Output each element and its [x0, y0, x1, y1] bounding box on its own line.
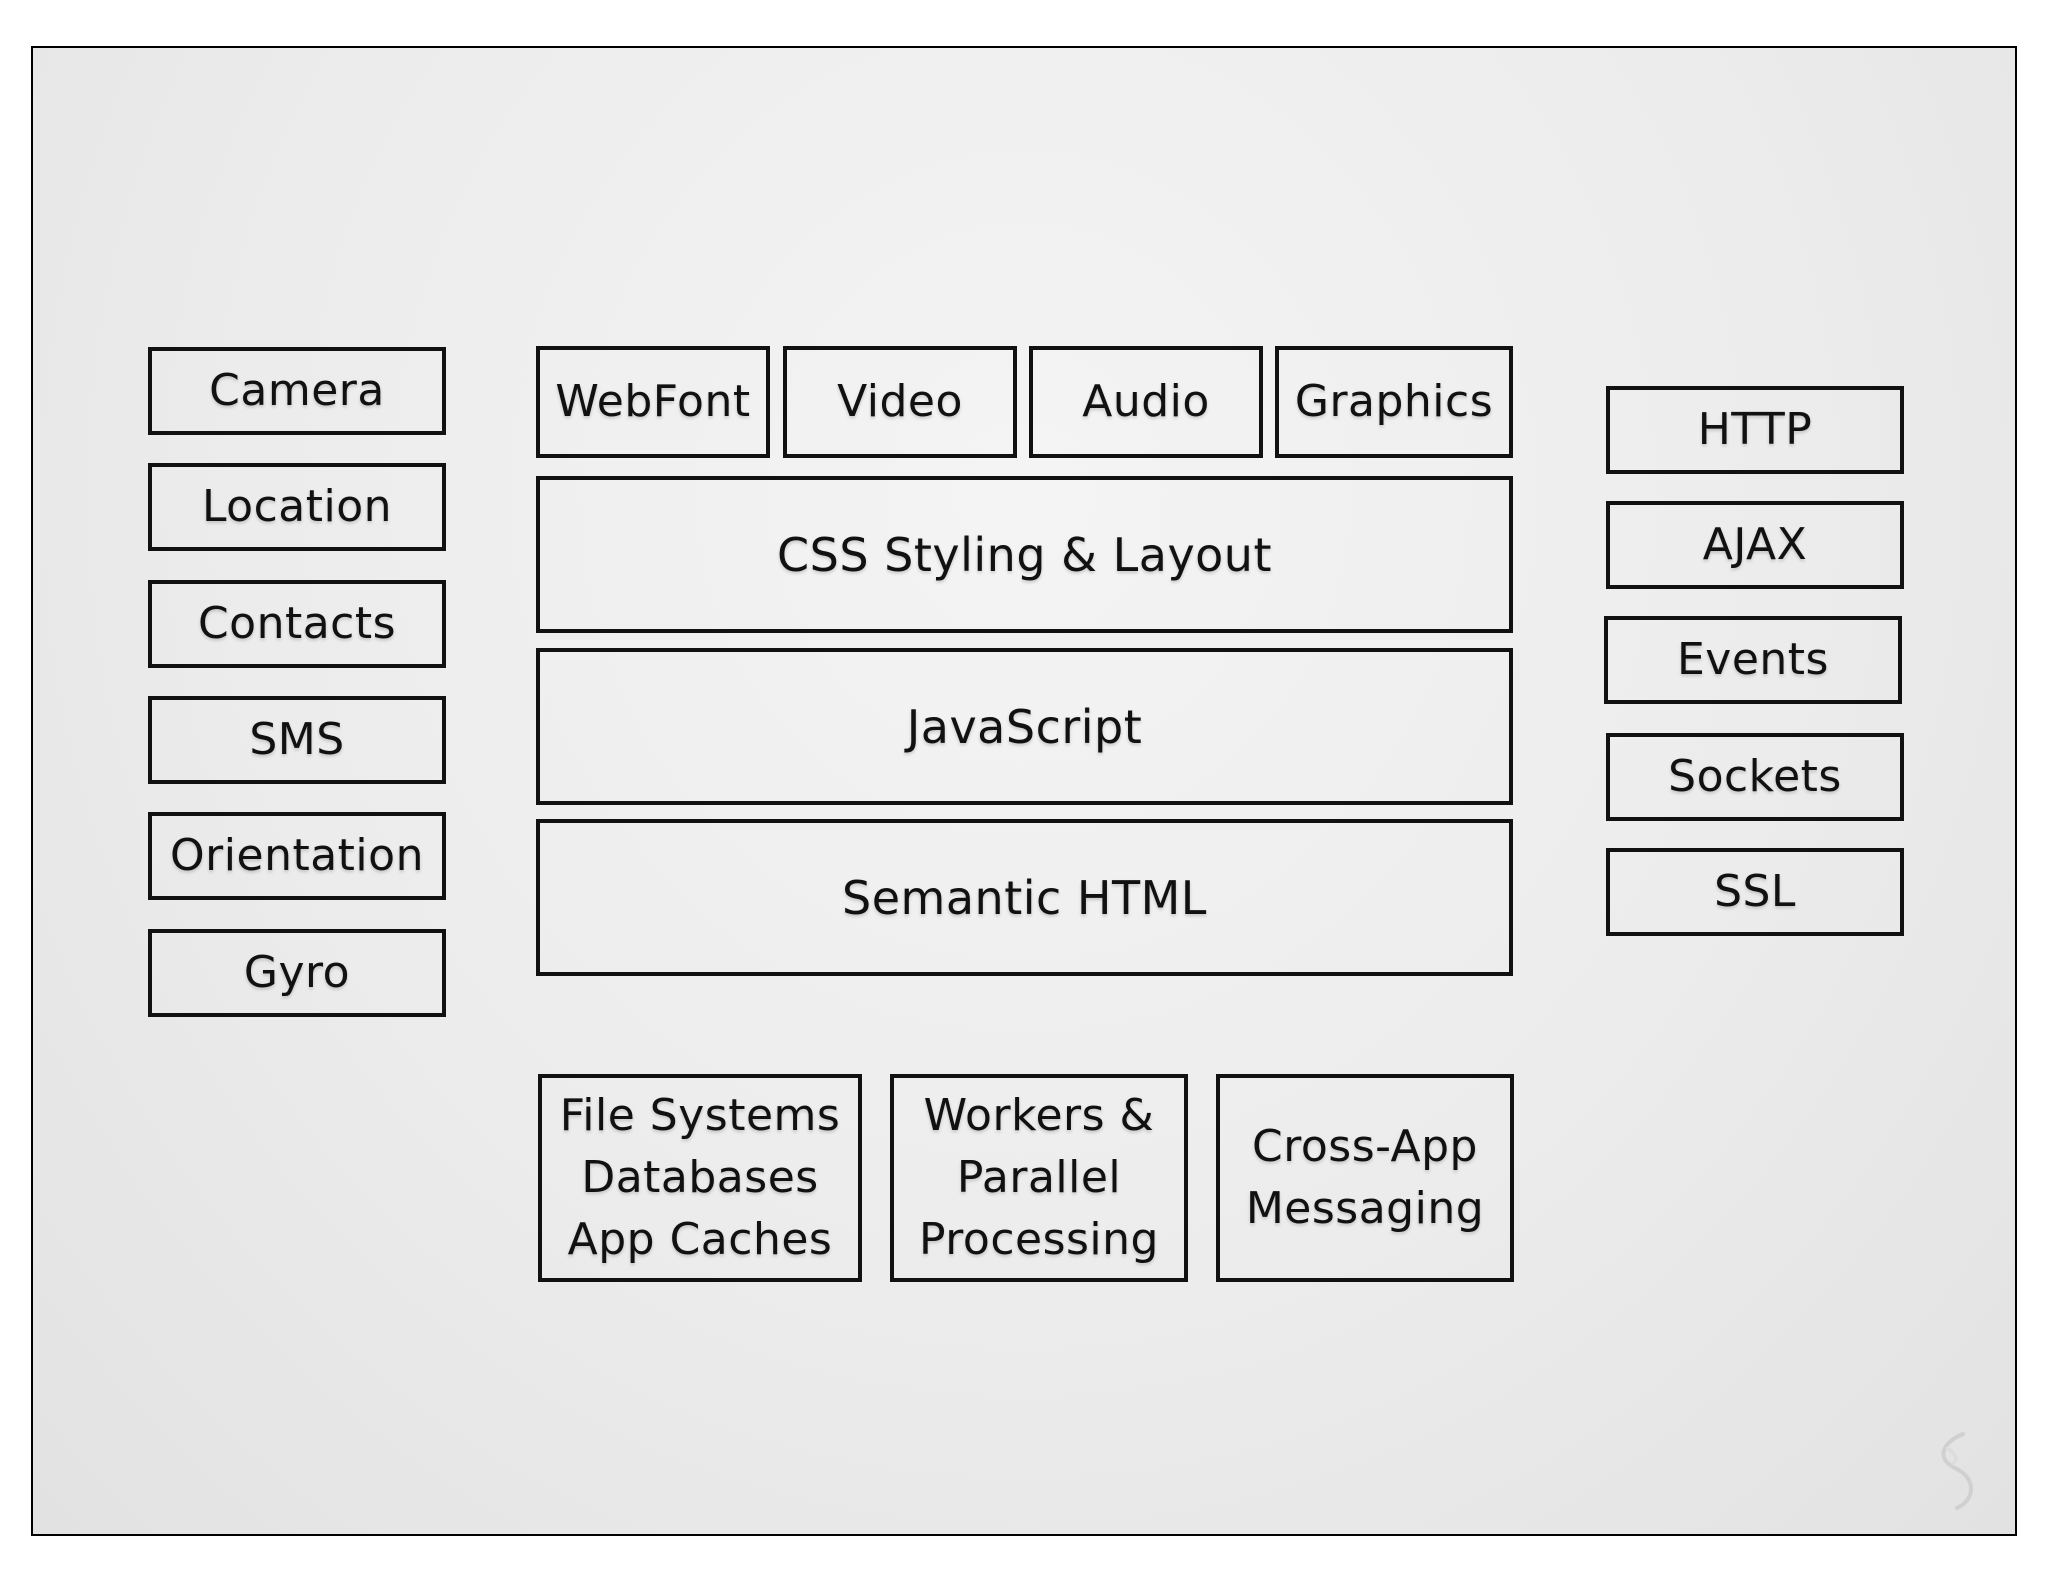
- box-events: Events: [1604, 616, 1902, 704]
- box-css-styling-layout: CSS Styling & Layout: [536, 476, 1513, 633]
- box-video: Video: [783, 346, 1017, 458]
- box-sockets: Sockets: [1606, 733, 1904, 821]
- box-orientation: Orientation: [148, 812, 446, 900]
- box-cross-app-messaging: Cross-App Messaging: [1216, 1074, 1514, 1282]
- box-ajax: AJAX: [1606, 501, 1904, 589]
- box-file-systems-databases-app-caches: File Systems Databases App Caches: [538, 1074, 862, 1282]
- box-workers-parallel-processing: Workers & Parallel Processing: [890, 1074, 1188, 1282]
- swirl-logo-icon: [1941, 1432, 1973, 1510]
- box-location: Location: [148, 463, 446, 551]
- slide: Camera Location Contacts SMS Orientation…: [31, 46, 2017, 1536]
- box-camera: Camera: [148, 347, 446, 435]
- box-sms: SMS: [148, 696, 446, 784]
- box-ssl: SSL: [1606, 848, 1904, 936]
- box-gyro: Gyro: [148, 929, 446, 1017]
- box-webfont: WebFont: [536, 346, 770, 458]
- box-semantic-html: Semantic HTML: [536, 819, 1513, 976]
- box-javascript: JavaScript: [536, 648, 1513, 805]
- box-contacts: Contacts: [148, 580, 446, 668]
- box-graphics: Graphics: [1275, 346, 1513, 458]
- box-audio: Audio: [1029, 346, 1263, 458]
- box-http: HTTP: [1606, 386, 1904, 474]
